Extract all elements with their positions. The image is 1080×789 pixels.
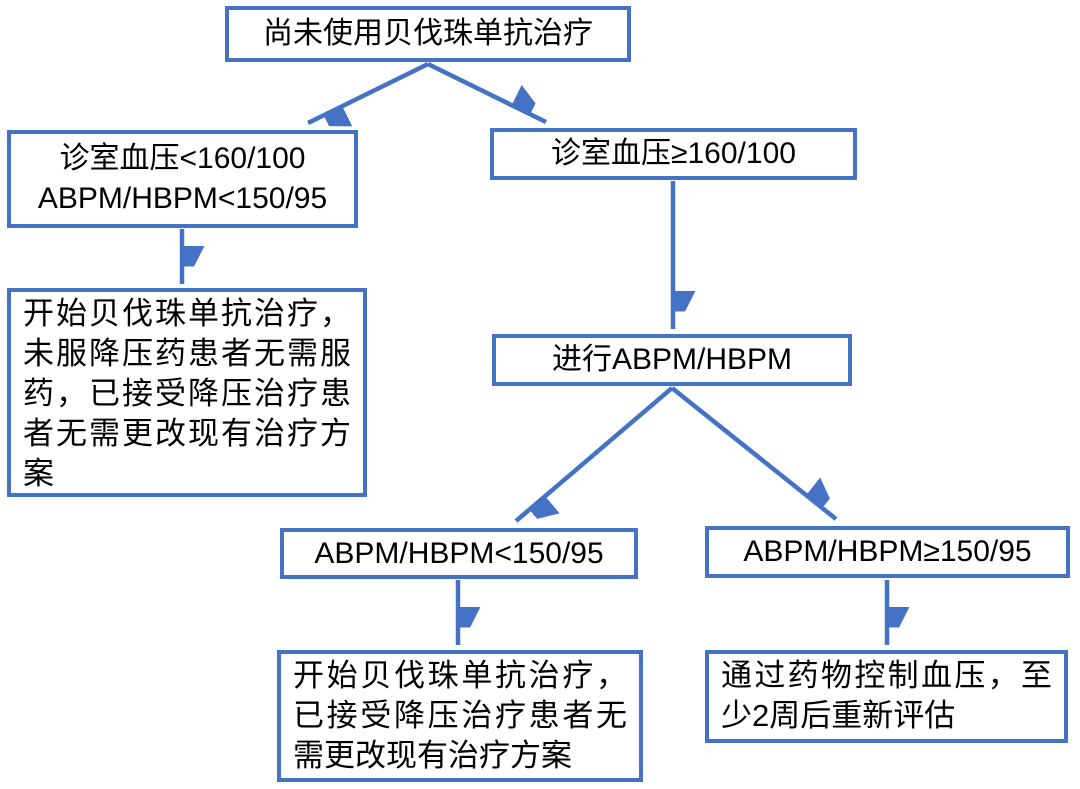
arrow-do-abpm-to-abpm-low bbox=[514, 386, 674, 521]
arrow-start-to-bp-high bbox=[427, 61, 547, 125]
node-do-abpm-hbpm: 进行ABPM/HBPM bbox=[492, 334, 852, 386]
node-office-bp-high: 诊室血压≥160/100 bbox=[490, 128, 857, 180]
node-abpm-low: ABPM/HBPM<150/95 bbox=[280, 528, 638, 579]
node-abpm-high: ABPM/HBPM≥150/95 bbox=[705, 526, 1070, 578]
node-abpm-high-label: ABPM/HBPM≥150/95 bbox=[743, 535, 1032, 568]
node-start-treatment-left: 开始贝伐珠单抗治疗，未服降压药患者无需服药，已接受降压治疗患者无需更改现有治疗方… bbox=[7, 288, 367, 497]
node-do-abpm-hbpm-label: 进行ABPM/HBPM bbox=[551, 343, 793, 376]
node-office-bp-low-line1: 诊室血压<160/100 bbox=[59, 142, 306, 175]
node-start-treatment-bottom: 开始贝伐珠单抗治疗，已接受降压治疗患者无需更改现有治疗方案 bbox=[277, 650, 643, 782]
node-start-treatment-bottom-label: 开始贝伐珠单抗治疗，已接受降压治疗患者无需更改现有治疗方案 bbox=[293, 658, 627, 773]
node-abpm-low-label: ABPM/HBPM<150/95 bbox=[314, 536, 604, 570]
node-start: 尚未使用贝伐珠单抗治疗 bbox=[225, 6, 631, 62]
node-start-treatment-left-label: 开始贝伐珠单抗治疗，未服降压药患者无需服药，已接受降压治疗患者无需更改现有治疗方… bbox=[23, 296, 351, 491]
node-office-bp-low: 诊室血压<160/100 ABPM/HBPM<150/95 bbox=[7, 130, 358, 228]
node-control-bp-reassess: 通过药物控制血压，至少2周后重新评估 bbox=[705, 650, 1068, 743]
node-start-label: 尚未使用贝伐珠单抗治疗 bbox=[263, 17, 593, 50]
arrow-start-to-bp-low bbox=[307, 61, 429, 123]
node-office-bp-high-label: 诊室血压≥160/100 bbox=[551, 137, 796, 170]
node-control-bp-reassess-label: 通过药物控制血压，至少2周后重新评估 bbox=[721, 658, 1052, 733]
arrow-do-abpm-to-abpm-high bbox=[670, 386, 838, 521]
node-office-bp-low-line2: ABPM/HBPM<150/95 bbox=[37, 182, 328, 215]
